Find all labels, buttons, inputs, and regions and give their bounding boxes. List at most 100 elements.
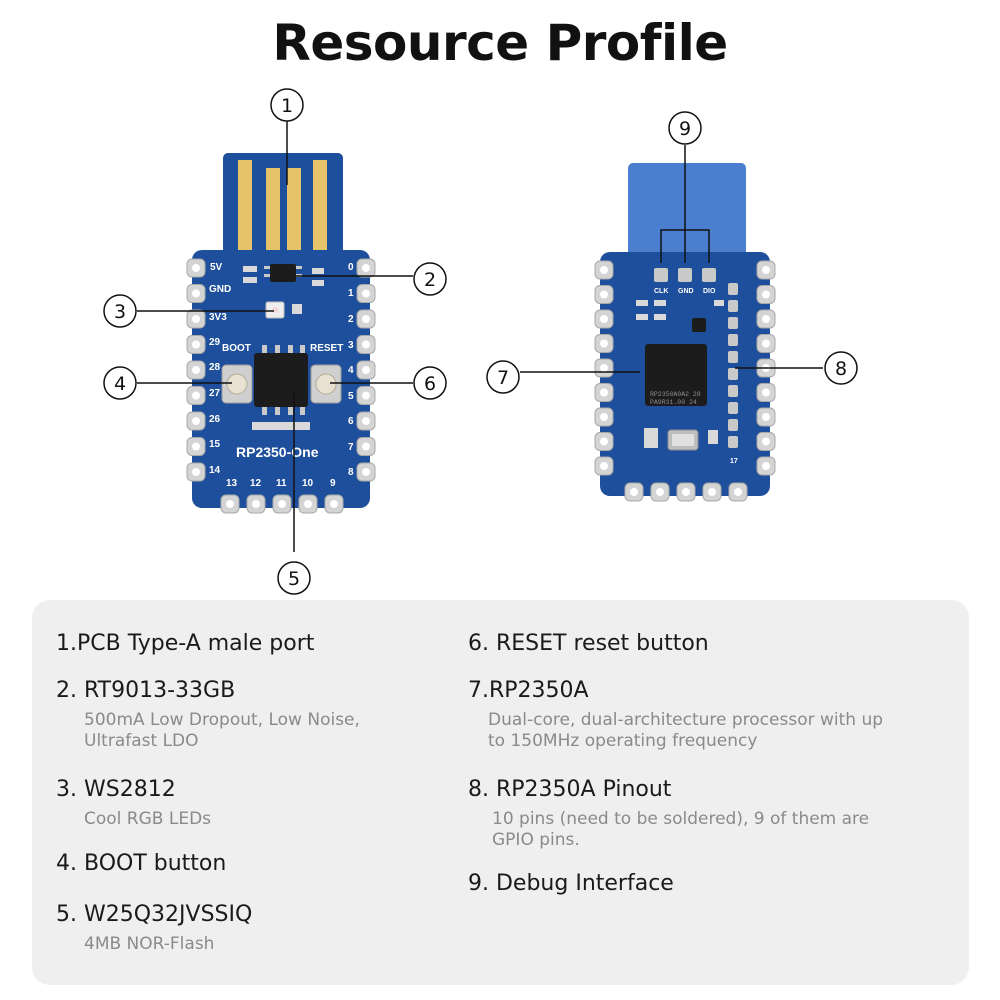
- chip-marking: RP2350A0A2 28: [650, 391, 701, 398]
- reset-label: RESET: [310, 343, 343, 354]
- page-title: Resource Profile: [272, 14, 728, 72]
- feature-desc: Dual-core, dual-architecture processor w…: [468, 710, 948, 752]
- debug-pad-dio: [702, 268, 716, 282]
- feature-item-9: 9. Debug Interface: [468, 871, 948, 897]
- pad-hole: [362, 315, 370, 323]
- pad-hole: [762, 290, 770, 299]
- pin-label: 11: [276, 478, 287, 489]
- feature-desc-line: 10 pins (need to be soldered), 9 of them…: [492, 809, 870, 829]
- pin-label: 5: [348, 391, 354, 402]
- feature-item-2: 2. RT9013-33GB 500mA Low Dropout, Low No…: [56, 678, 496, 752]
- pad-hole: [600, 339, 608, 348]
- pad-hole: [762, 413, 770, 421]
- feature-title: 8. RP2350A Pinout: [468, 777, 672, 802]
- feature-title: 3. WS2812: [56, 777, 176, 802]
- feature-item-4: 4. BOOT button: [56, 851, 496, 877]
- debug-label: DIO: [703, 288, 716, 295]
- pad-hole: [192, 264, 200, 272]
- callout-2: 2: [413, 262, 447, 296]
- pin-label: 1: [348, 288, 354, 299]
- pad-hole: [330, 500, 338, 508]
- pin-label: 8: [348, 467, 354, 478]
- pad-hole: [362, 264, 370, 272]
- header-pin: [728, 351, 738, 363]
- pad-hole: [762, 266, 770, 274]
- pad-hole: [600, 266, 608, 274]
- pin-label: 9: [330, 478, 336, 489]
- pin-label: 26: [209, 414, 221, 425]
- feature-title: 2. RT9013-33GB: [56, 678, 236, 703]
- pad-hole: [192, 340, 200, 349]
- callout-6: 6: [413, 366, 447, 400]
- pad-hole: [630, 488, 638, 496]
- pin-label: 14: [209, 465, 221, 476]
- pad-hole: [362, 289, 370, 298]
- callout-9: 9: [668, 111, 702, 145]
- pin-label: 3: [348, 340, 354, 351]
- svg-text:1: 1: [281, 95, 293, 117]
- pin-label: 17: [730, 458, 738, 465]
- pad-hole: [362, 340, 370, 349]
- pin-label: 2: [348, 314, 354, 325]
- feature-title: 7.RP2350A: [468, 678, 589, 703]
- pad-hole: [762, 388, 770, 397]
- callout-8: 8: [824, 351, 858, 385]
- feature-desc-line: GPIO pins.: [492, 830, 580, 850]
- pin-label: 10: [302, 478, 314, 489]
- pad-hole: [682, 488, 690, 496]
- feature-desc-line: Ultrafast LDO: [84, 731, 199, 751]
- feature-item-5: 5. W25Q32JVSSIQ 4MB NOR-Flash: [56, 902, 496, 955]
- debug-pad-gnd: [678, 268, 692, 282]
- feature-desc-line: Dual-core, dual-architecture processor w…: [488, 710, 884, 730]
- pad-hole: [600, 388, 608, 397]
- svg-text:8: 8: [835, 358, 847, 380]
- feature-desc-line: 500mA Low Dropout, Low Noise,: [84, 710, 360, 730]
- pin-label: 13: [226, 478, 238, 489]
- svg-text:7: 7: [497, 367, 509, 389]
- svg-text:3: 3: [114, 301, 126, 323]
- pad-hole: [656, 488, 664, 496]
- pad-hole: [708, 488, 716, 496]
- feature-title: 4. BOOT button: [56, 851, 227, 876]
- header-pin: [728, 283, 738, 295]
- pad-hole: [192, 442, 200, 451]
- pad-hole: [734, 488, 742, 496]
- header-pin: [728, 368, 738, 380]
- pin-label: 12: [250, 478, 262, 489]
- pad-hole: [762, 339, 770, 348]
- feature-title: 5. W25Q32JVSSIQ: [56, 902, 253, 927]
- pin-label: 3V3: [209, 312, 227, 323]
- debug-label: GND: [678, 288, 694, 295]
- pin-label: 5V: [210, 262, 223, 273]
- feature-title: 9. Debug Interface: [468, 871, 674, 896]
- feature-item-8: 8. RP2350A Pinout 10 pins (need to be so…: [468, 777, 948, 851]
- usb-contact: [287, 168, 301, 255]
- debug-label: CLK: [654, 288, 668, 295]
- pad-hole: [762, 437, 770, 446]
- rp2350a-chip: [645, 344, 707, 406]
- pad-hole: [192, 289, 200, 298]
- svg-text:6: 6: [424, 373, 436, 395]
- pin-label: 15: [209, 439, 221, 450]
- pad-hole: [762, 462, 770, 470]
- pad-hole: [192, 468, 200, 476]
- pad-hole: [192, 417, 200, 425]
- svg-text:2: 2: [424, 269, 436, 291]
- back-board: CLK GND DIO RP2350A0A2 28 PA9R31.00 24 1…: [594, 163, 776, 502]
- board-diagram: 5V GND 3V3 29 28 27 26 15 14 0 1 2 3 4 5…: [103, 88, 858, 595]
- pad-hole: [600, 437, 608, 446]
- feature-item-1: 1.PCB Type-A male port: [56, 631, 496, 657]
- pin-label: GND: [209, 284, 231, 295]
- pin-label: 27: [209, 388, 221, 399]
- pad-hole: [600, 315, 608, 323]
- pin-label: 28: [209, 362, 221, 373]
- nor-flash-chip: [254, 353, 308, 407]
- callout-7: 7: [486, 360, 520, 394]
- feature-item-3: 3. WS2812 Cool RGB LEDs: [56, 777, 496, 830]
- feature-desc: Cool RGB LEDs: [56, 809, 496, 830]
- header-pin: [728, 402, 738, 414]
- pad-hole: [762, 315, 770, 323]
- usb-contact: [238, 160, 252, 255]
- pad-hole: [362, 442, 370, 451]
- svg-text:4: 4: [114, 373, 126, 395]
